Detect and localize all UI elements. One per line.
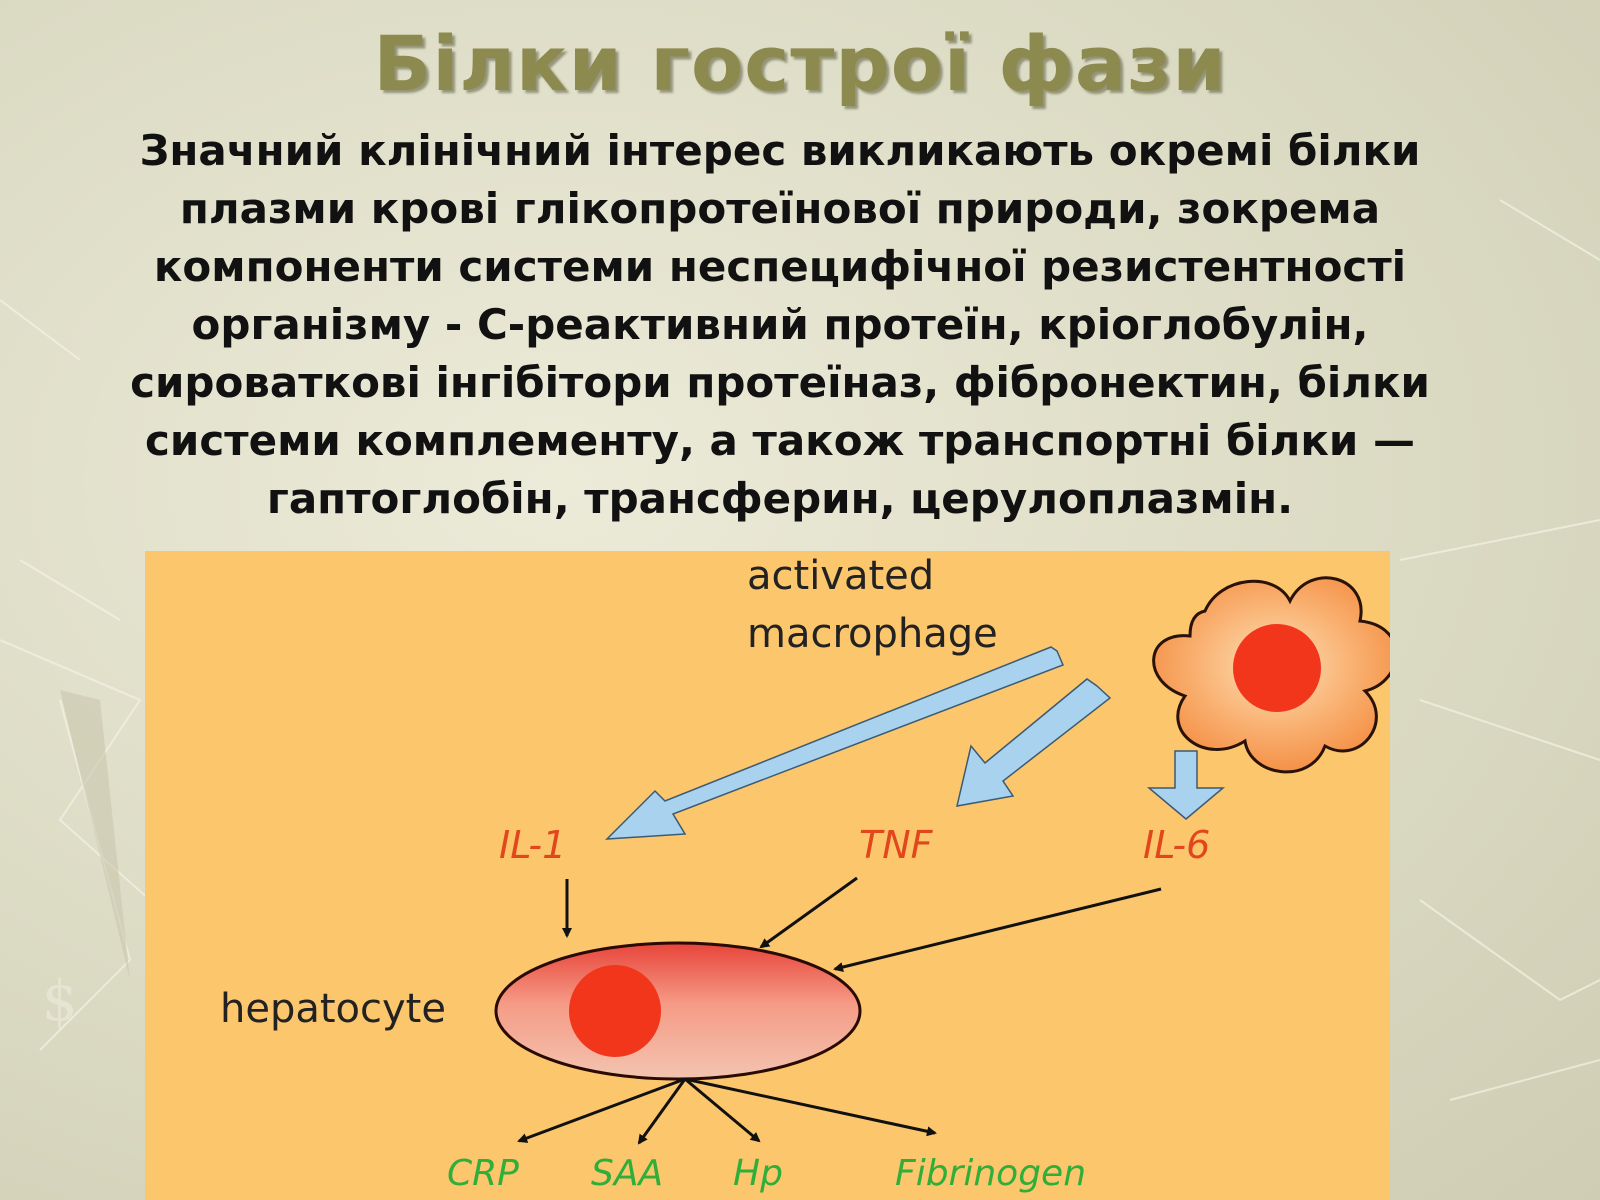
body-line: системи комплементу, а також транспортні… — [145, 416, 1415, 465]
svg-text:$: $ — [42, 969, 78, 1034]
body-line: гаптоглобін, трансферин, церулоплазмін. — [266, 474, 1294, 523]
cytokine-label-il1: IL-1 — [499, 823, 566, 867]
body-line: плазми крові глікопротеїнової природи, з… — [179, 184, 1381, 233]
cytokine-release-arrows — [605, 646, 1226, 840]
hepatocyte-label: hepatocyte — [220, 986, 446, 1032]
body-line: компоненти системи неспецифічної резисте… — [153, 242, 1407, 291]
macrophage-nucleus — [1233, 624, 1321, 712]
macrophage-cell — [1152, 576, 1390, 774]
product-label-crp: CRP — [447, 1153, 519, 1194]
arrow-to-saa — [637, 1078, 687, 1145]
arrow-to-tnf — [956, 678, 1112, 807]
body-line: Значний клінічний інтерес викликають окр… — [139, 126, 1421, 175]
acute-phase-diagram: activated macrophage IL-1 TNF IL-6 hepat… — [145, 551, 1390, 1200]
arrow-tnf-to-hepatocyte — [759, 876, 858, 949]
arrow-to-fibrinogen — [684, 1077, 937, 1137]
macrophage-label-line2: macrophage — [747, 611, 998, 657]
hepatocyte-nucleus — [569, 965, 661, 1057]
cytokine-label-il6: IL-6 — [1143, 823, 1210, 867]
hepatocyte-cell — [494, 941, 862, 1081]
product-arrows — [517, 1077, 937, 1145]
arrow-to-il6 — [1146, 750, 1226, 820]
body-line: організму - С-реактивний протеїн, кріогл… — [191, 300, 1369, 349]
macrophage-label-line1: activated — [747, 553, 934, 599]
body-line: сироваткові інгібітори протеїназ, фіброн… — [130, 358, 1430, 407]
product-label-saa: SAA — [591, 1153, 663, 1194]
slide-title: Білки гострої фази — [373, 19, 1227, 108]
diagram-svg: activated macrophage IL-1 TNF IL-6 hepat… — [220, 553, 1390, 1194]
signal-arrows — [562, 876, 1162, 972]
slide-body-text: Значний клінічний інтерес викликають окр… — [70, 122, 1490, 528]
cytokine-label-tnf: TNF — [859, 823, 934, 867]
product-label-hp: Hp — [733, 1153, 783, 1194]
arrow-to-il1 — [605, 646, 1064, 840]
arrow-to-hp — [684, 1077, 761, 1143]
arrow-to-crp — [517, 1077, 686, 1143]
arrow-il6-to-hepatocyte — [833, 887, 1162, 972]
product-label-fibrinogen: Fibrinogen — [895, 1153, 1086, 1194]
